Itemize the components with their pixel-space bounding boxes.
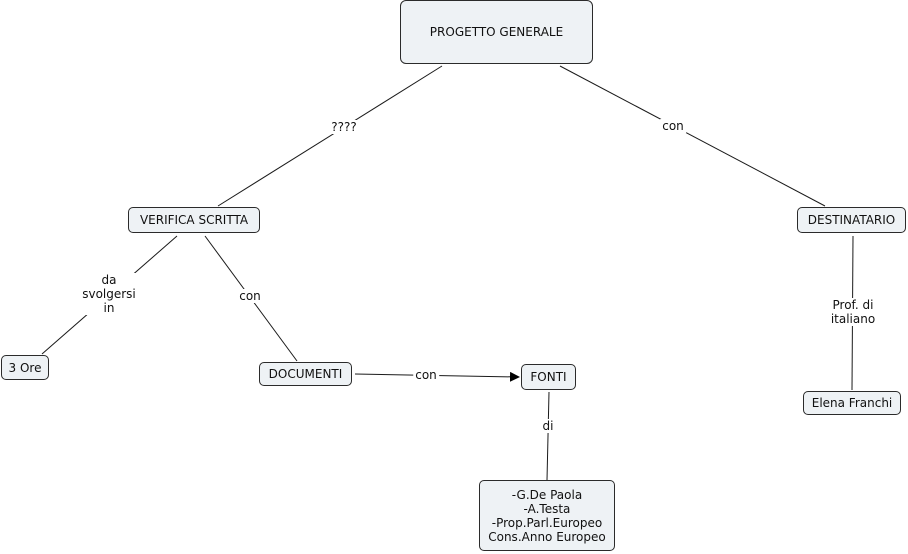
link-label-root-verifica: ???? xyxy=(329,120,359,134)
node-verifica-scritta[interactable]: VERIFICA SCRITTA xyxy=(128,207,260,233)
edge-root-verifica xyxy=(217,65,443,207)
link-label-verifica-documenti: con xyxy=(237,289,263,303)
link-label-root-destinatario: con xyxy=(660,119,686,133)
link-label-destinatario-elena: Prof. di italiano xyxy=(825,298,881,326)
link-label-documenti-fonti: con xyxy=(413,368,439,382)
edge-fonti-autori xyxy=(546,391,550,481)
node-destinatario[interactable]: DESTINATARIO xyxy=(797,207,906,233)
node-elena-franchi[interactable]: Elena Franchi xyxy=(803,391,901,415)
node-autori[interactable]: -G.De Paola -A.Testa -Prop.Parl.Europeo … xyxy=(479,480,615,551)
node-documenti[interactable]: DOCUMENTI xyxy=(259,362,352,386)
link-label-fonti-autori: di xyxy=(540,419,556,433)
edge-root-destinatario xyxy=(559,65,826,207)
node-3-ore[interactable]: 3 Ore xyxy=(1,355,49,380)
link-label-verifica-ore: da svolgersi in xyxy=(80,273,138,315)
node-progetto-generale[interactable]: PROGETTO GENERALE xyxy=(400,0,593,64)
node-fonti[interactable]: FONTI xyxy=(521,364,576,390)
